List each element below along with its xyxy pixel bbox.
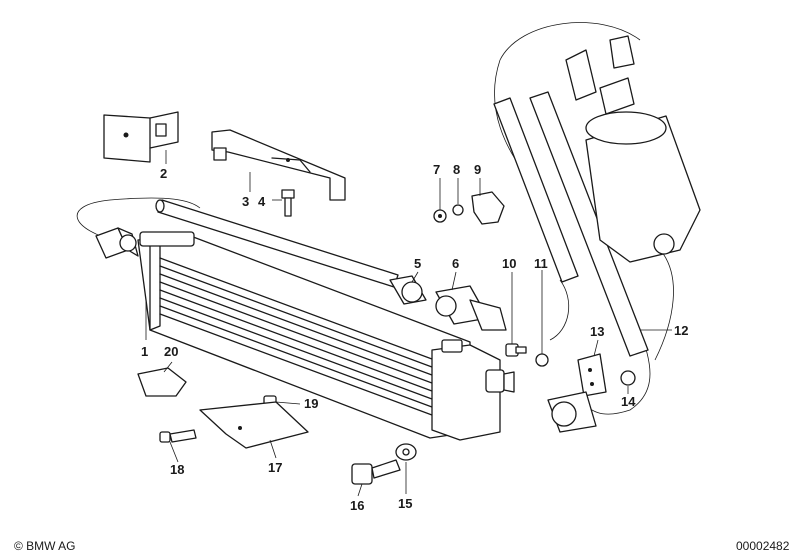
label-part-12: 12 <box>674 323 688 338</box>
long-hose-12 <box>529 91 649 357</box>
left-hose-fitting <box>95 227 139 259</box>
label-part-13: 13 <box>590 324 604 339</box>
diagram-number: 00002482 <box>736 539 790 553</box>
washer-part-15 <box>395 443 417 461</box>
label-part-18: 18 <box>170 462 184 477</box>
label-part-9: 9 <box>474 162 481 177</box>
screw-part-18 <box>159 429 197 443</box>
label-part-3: 3 <box>242 194 249 209</box>
bracket-part-13 <box>577 353 607 397</box>
label-part-6: 6 <box>452 256 459 271</box>
label-part-14: 14 <box>621 394 636 409</box>
label-part-16: 16 <box>350 498 364 513</box>
clip-part-20 <box>137 367 187 397</box>
label-part-2: 2 <box>160 166 167 181</box>
copyright-text: © BMW AG <box>14 539 76 553</box>
label-part-4: 4 <box>258 194 266 209</box>
label-part-10: 10 <box>502 256 516 271</box>
bolt-part-4 <box>281 189 295 217</box>
fitting-part-5 <box>389 275 427 305</box>
label-part-17: 17 <box>268 460 282 475</box>
nut-part-14 <box>620 370 636 386</box>
bracket-part-17 <box>199 401 309 449</box>
washer-part-8 <box>452 204 464 216</box>
label-part-11: 11 <box>534 256 548 271</box>
hose-connector-part-6 <box>435 285 507 331</box>
washer-part-11 <box>535 353 549 367</box>
bolt-part-10 <box>505 343 527 357</box>
label-part-8: 8 <box>453 162 460 177</box>
oil-cooler-part-1 <box>137 231 501 441</box>
label-part-5: 5 <box>414 256 421 271</box>
label-part-1: 1 <box>141 344 148 359</box>
lower-hose-fitting <box>547 391 597 433</box>
label-part-15: 15 <box>398 496 412 511</box>
leader-lines <box>145 150 672 497</box>
cooler-fins <box>159 257 441 419</box>
oil-filter <box>565 35 701 263</box>
bracket-part-2 <box>103 111 179 163</box>
cooler-outlet-fitting <box>485 369 515 393</box>
label-part-19: 19 <box>304 396 318 411</box>
long-hose-a <box>493 97 579 283</box>
clip-part-9 <box>471 191 505 225</box>
label-part-20: 20 <box>164 344 178 359</box>
nut-part-7 <box>433 209 447 223</box>
bolt-part-16 <box>351 459 401 485</box>
label-part-7: 7 <box>433 162 440 177</box>
part-labels: 1 2 3 4 5 6 7 8 9 10 11 12 13 14 15 16 1… <box>141 162 688 513</box>
bracket-part-3 <box>211 129 346 201</box>
